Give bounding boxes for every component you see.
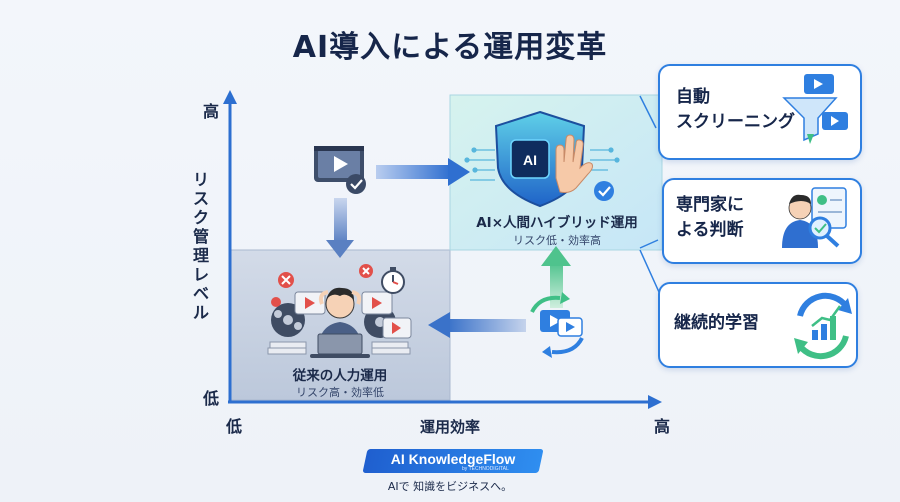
callout-expert-judgment-text: 専門家に よる判断: [676, 193, 786, 243]
check-icon: [594, 181, 614, 201]
callout-expert-judgment-line2: よる判断: [676, 220, 744, 240]
traditional-sub: リスク高・効率低: [296, 385, 384, 399]
callout-auto-screening-line1: 自動: [676, 87, 710, 107]
hand-icon: [555, 134, 593, 193]
arrow-down-to-traditional: [326, 198, 354, 258]
brand-tagline: AIで 知識をビジネスへ。: [387, 480, 513, 493]
x-mark-icon: [271, 264, 373, 307]
traditional-label: 従来の人力運用: [292, 367, 388, 384]
brand-by: by TECHNODIGITAL: [462, 466, 509, 472]
expert-icon: [782, 187, 847, 248]
callout-continuous-learning-text: 継続的学習: [674, 311, 794, 336]
video-icon: [314, 146, 364, 182]
funnel-icon: [782, 74, 848, 144]
cpu-icon: AI: [510, 139, 550, 179]
stacked-video-icon: [294, 291, 412, 339]
y-axis-high-label: 高: [203, 102, 219, 121]
hybrid-label: AI×人間ハイブリッド運用: [476, 214, 638, 231]
cycle-icon: [794, 292, 852, 360]
y-axis-low-label: 低: [202, 389, 219, 408]
x-axis-high-label: 高: [654, 417, 670, 436]
page-title: AI導入による運用変革: [292, 30, 608, 65]
x-axis: [228, 395, 662, 409]
sync-video-icon: [530, 292, 584, 358]
x-axis-label: 運用効率: [420, 418, 480, 436]
hybrid-sub: リスク低・効率高: [513, 233, 601, 247]
brand-name: AI KnowledgeFlow: [390, 451, 516, 467]
document-stack-icon: [267, 341, 411, 355]
growth-chart-icon: [811, 305, 842, 340]
laptop-icon: [310, 333, 370, 358]
callout-expert-judgment-line1: 専門家に: [676, 195, 744, 215]
callout-continuous-learning-line1: 継続的学習: [674, 313, 759, 333]
magnifier-icon: [808, 216, 840, 248]
arrow-to-hybrid: [376, 158, 470, 186]
y-axis-label: リスク管理レベル: [192, 170, 209, 322]
y-axis: [223, 90, 237, 402]
check-icon: [346, 174, 366, 194]
callout-auto-screening-line2: スクリーニング: [676, 112, 795, 132]
cpu-chip-label: AI: [523, 152, 537, 168]
arrow-back-to-traditional: [428, 312, 526, 338]
callout-auto-screening-text: 自動 スクリーニング: [676, 85, 796, 135]
stopwatch-icon: [381, 267, 405, 294]
x-axis-low-label: 低: [225, 417, 242, 436]
